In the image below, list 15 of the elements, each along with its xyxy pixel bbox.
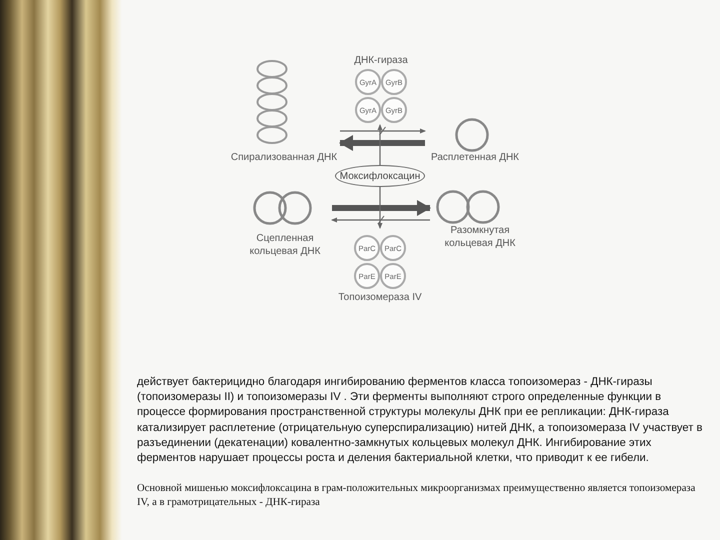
node-label: Разомкнутая кольцевая ДНК xyxy=(444,224,516,250)
arrow xyxy=(340,128,426,134)
arrow xyxy=(378,124,382,165)
node-label: Топоизомераза IV xyxy=(338,291,422,304)
arrow xyxy=(339,135,425,151)
arrow xyxy=(331,218,430,222)
node-label: Сцепленная кольцевая ДНК xyxy=(248,232,322,258)
body-paragraph: Основной мишенью моксифлоксацина в грам-положительных микроорганизмах преимущественно является топоизомераза IV, а в грамотрицательных - ДНК-гираза xyxy=(137,482,696,510)
drug-ellipse: Моксифлоксацин xyxy=(335,165,425,187)
node-label: ДНК-гираза xyxy=(354,54,408,67)
arrow xyxy=(332,200,431,216)
body-paragraph: действует бактерицидно благодаря ингибированию ферментов класса топоизомераз - ДНК-гиразы (топоизомеразы II) и топоизомеразы IV . Эти ферменты выполняют строго определенные функции в процессе формирования пространственной структуры молекулы ДНК при ее репликации: ДНК-гираза катализирует расплетение (отрицательную суперспирализацию) нитей ДНК, а топоизомераза IV участвует в разъединении (декатенации) ковалентно-замкнутых кольцевых молекул ДНК. Ингибирование этих ферментов нарушает процессы роста и деления бактериальной клетки, что приводит к ее гибели. xyxy=(137,375,704,466)
arrow xyxy=(378,187,382,229)
node-label: Спирализованная ДНК xyxy=(230,151,338,164)
node-label: Расплетенная ДНК xyxy=(430,151,520,164)
